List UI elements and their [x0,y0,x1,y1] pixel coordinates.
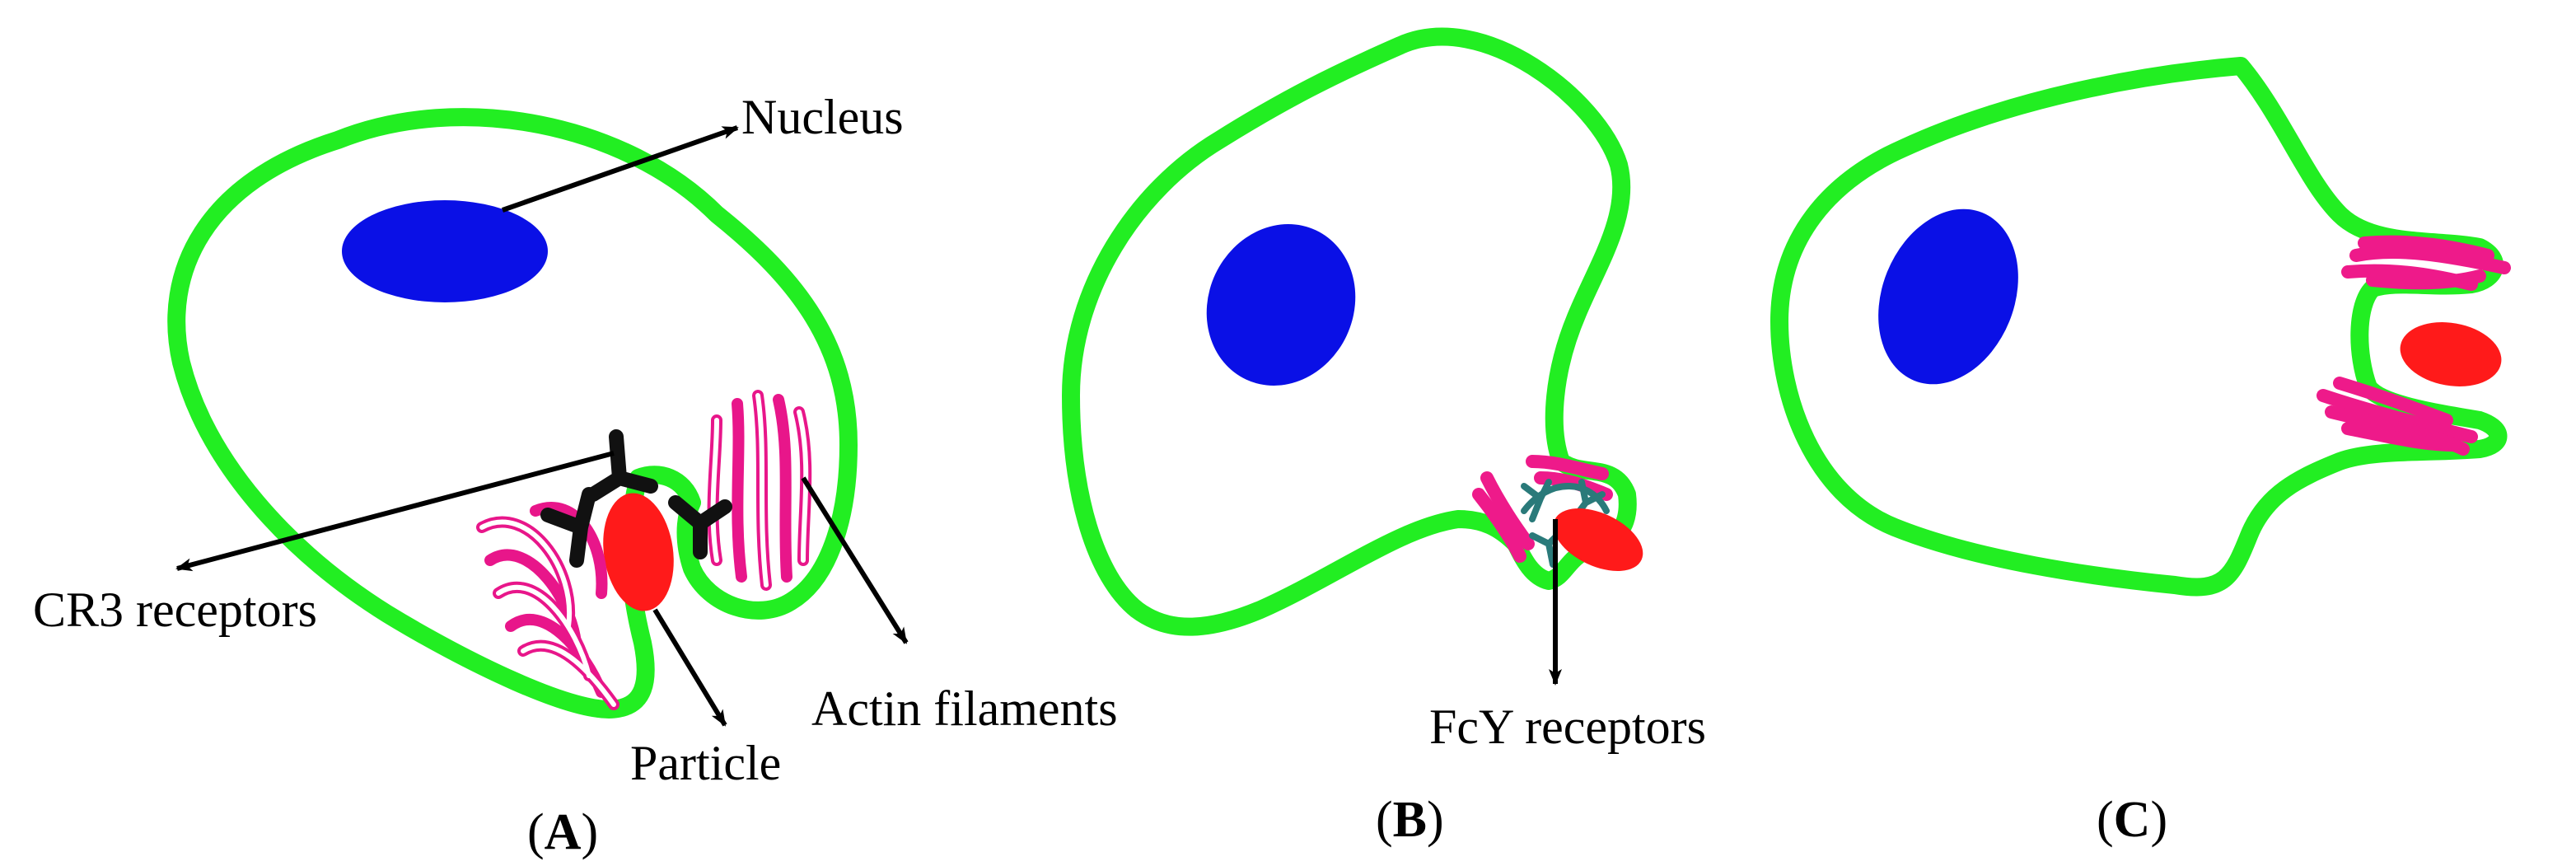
panel-a: Nucleus CR3 receptors Particle Actin fil… [33,90,1118,860]
nucleus-c [1878,208,2018,385]
particle-c [2400,322,2502,386]
particle-b [1553,508,1643,571]
panel-c: (C) [1770,57,2511,848]
cr3-receptor-1 [586,429,658,502]
particle-a [603,493,674,611]
caption-c: (C) [2097,792,2167,848]
label-cr3-receptors: CR3 receptors [33,583,317,637]
label-nucleus: Nucleus [741,90,904,144]
arrow-actin [801,476,909,644]
panel-b: FcY receptors (B) [1062,27,1706,848]
label-particle: Particle [630,736,781,790]
caption-a: (A) [527,804,598,860]
actin-filaments-c-bottom [2317,377,2478,456]
nucleus-a [342,200,548,302]
cell-a-membrane [167,108,858,719]
arrow-particle [652,608,727,727]
arrow-nucleus [502,125,739,213]
caption-b: (B) [1376,792,1444,848]
label-fcy-receptors: FcY receptors [1429,700,1706,754]
cr3-receptor-2 [540,487,596,568]
actin-filaments-c-top [2341,235,2511,291]
label-actin-filaments: Actin filaments [811,681,1118,736]
nucleus-b [1206,224,1356,386]
actin-filaments-left [476,502,619,710]
cr3-receptor-3 [668,495,732,559]
arrow-cr3 [175,451,615,572]
